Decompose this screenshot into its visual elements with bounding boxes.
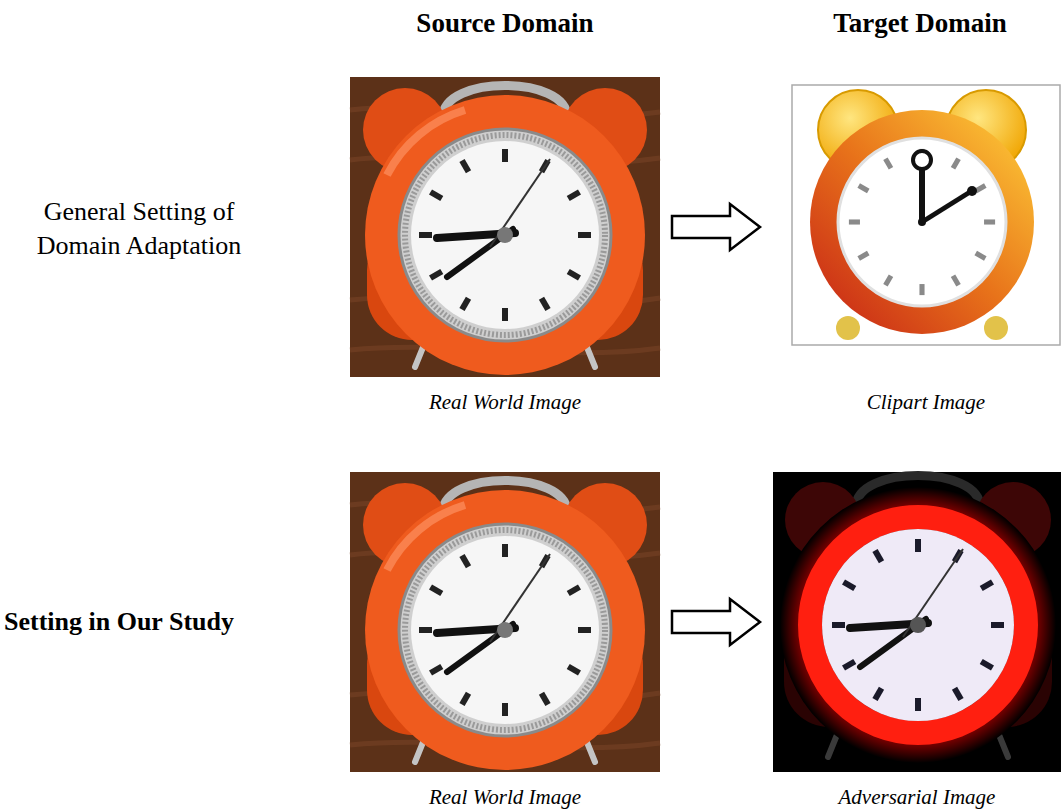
clock-photo-part-part [419,149,591,321]
clock-photo-part-part [497,227,513,243]
column-header: Target Domain [833,8,1007,39]
clock-photo-part-part [411,141,599,329]
block-arrow [672,599,760,645]
column-header: Source Domain [416,8,593,39]
image-caption: Clipart Image [792,390,1060,414]
clipart-clock-part-part [967,186,977,196]
clock-photo-part-part [399,129,611,341]
clipart-clock-part [810,110,1034,334]
clock-photo-part-part [405,135,605,335]
image-panel: Adversarial Image [773,472,1061,772]
adversarial-clock-part-part [910,617,926,633]
adversarial-clock-part-part [903,549,963,637]
adversarial-clock-part-part [822,529,1014,721]
adversarial-clock-part [780,476,1056,764]
clock-photo-part-part [365,95,645,375]
clipart-clock-part-part [922,192,970,222]
image-caption: Adversarial Image [773,785,1061,809]
clipart-clock-part-part [913,151,931,169]
adversarial-clock [773,472,1061,772]
clipart-clock-part [792,85,1060,345]
adversarial-clock-part-part [780,487,1056,763]
clipart-clock-part-part [849,149,995,295]
adversarial-clock-part [773,472,1061,772]
clipart-clock-part-part [918,218,926,226]
image-caption: Real World Image [350,785,660,809]
row-label: General Setting of Domain Adaptation [4,195,274,263]
clock-photo [350,472,660,772]
adversarial-clock-part-part [832,539,1004,711]
clock-photo-part [350,77,660,377]
image-panel: Real World Image [350,472,660,772]
clock-photo-part-part [490,159,550,247]
image-panel: Clipart Image [792,85,1060,345]
clipart-clock [792,85,1060,345]
image-caption: Real World Image [350,390,660,414]
block-arrow [672,204,760,250]
clock-photo [350,77,660,377]
clipart-clock-part [836,316,860,340]
clock-photo-part [363,86,647,376]
adversarial-clock-part-part [810,517,1026,733]
clipart-clock-part-part [838,138,1006,306]
row-label: Setting in Our Study [4,607,234,637]
clipart-clock-part [984,316,1008,340]
clipart-clock-part-part [810,110,1034,334]
clipart-clock-part-part [919,170,925,222]
image-panel: Real World Image [350,77,660,377]
